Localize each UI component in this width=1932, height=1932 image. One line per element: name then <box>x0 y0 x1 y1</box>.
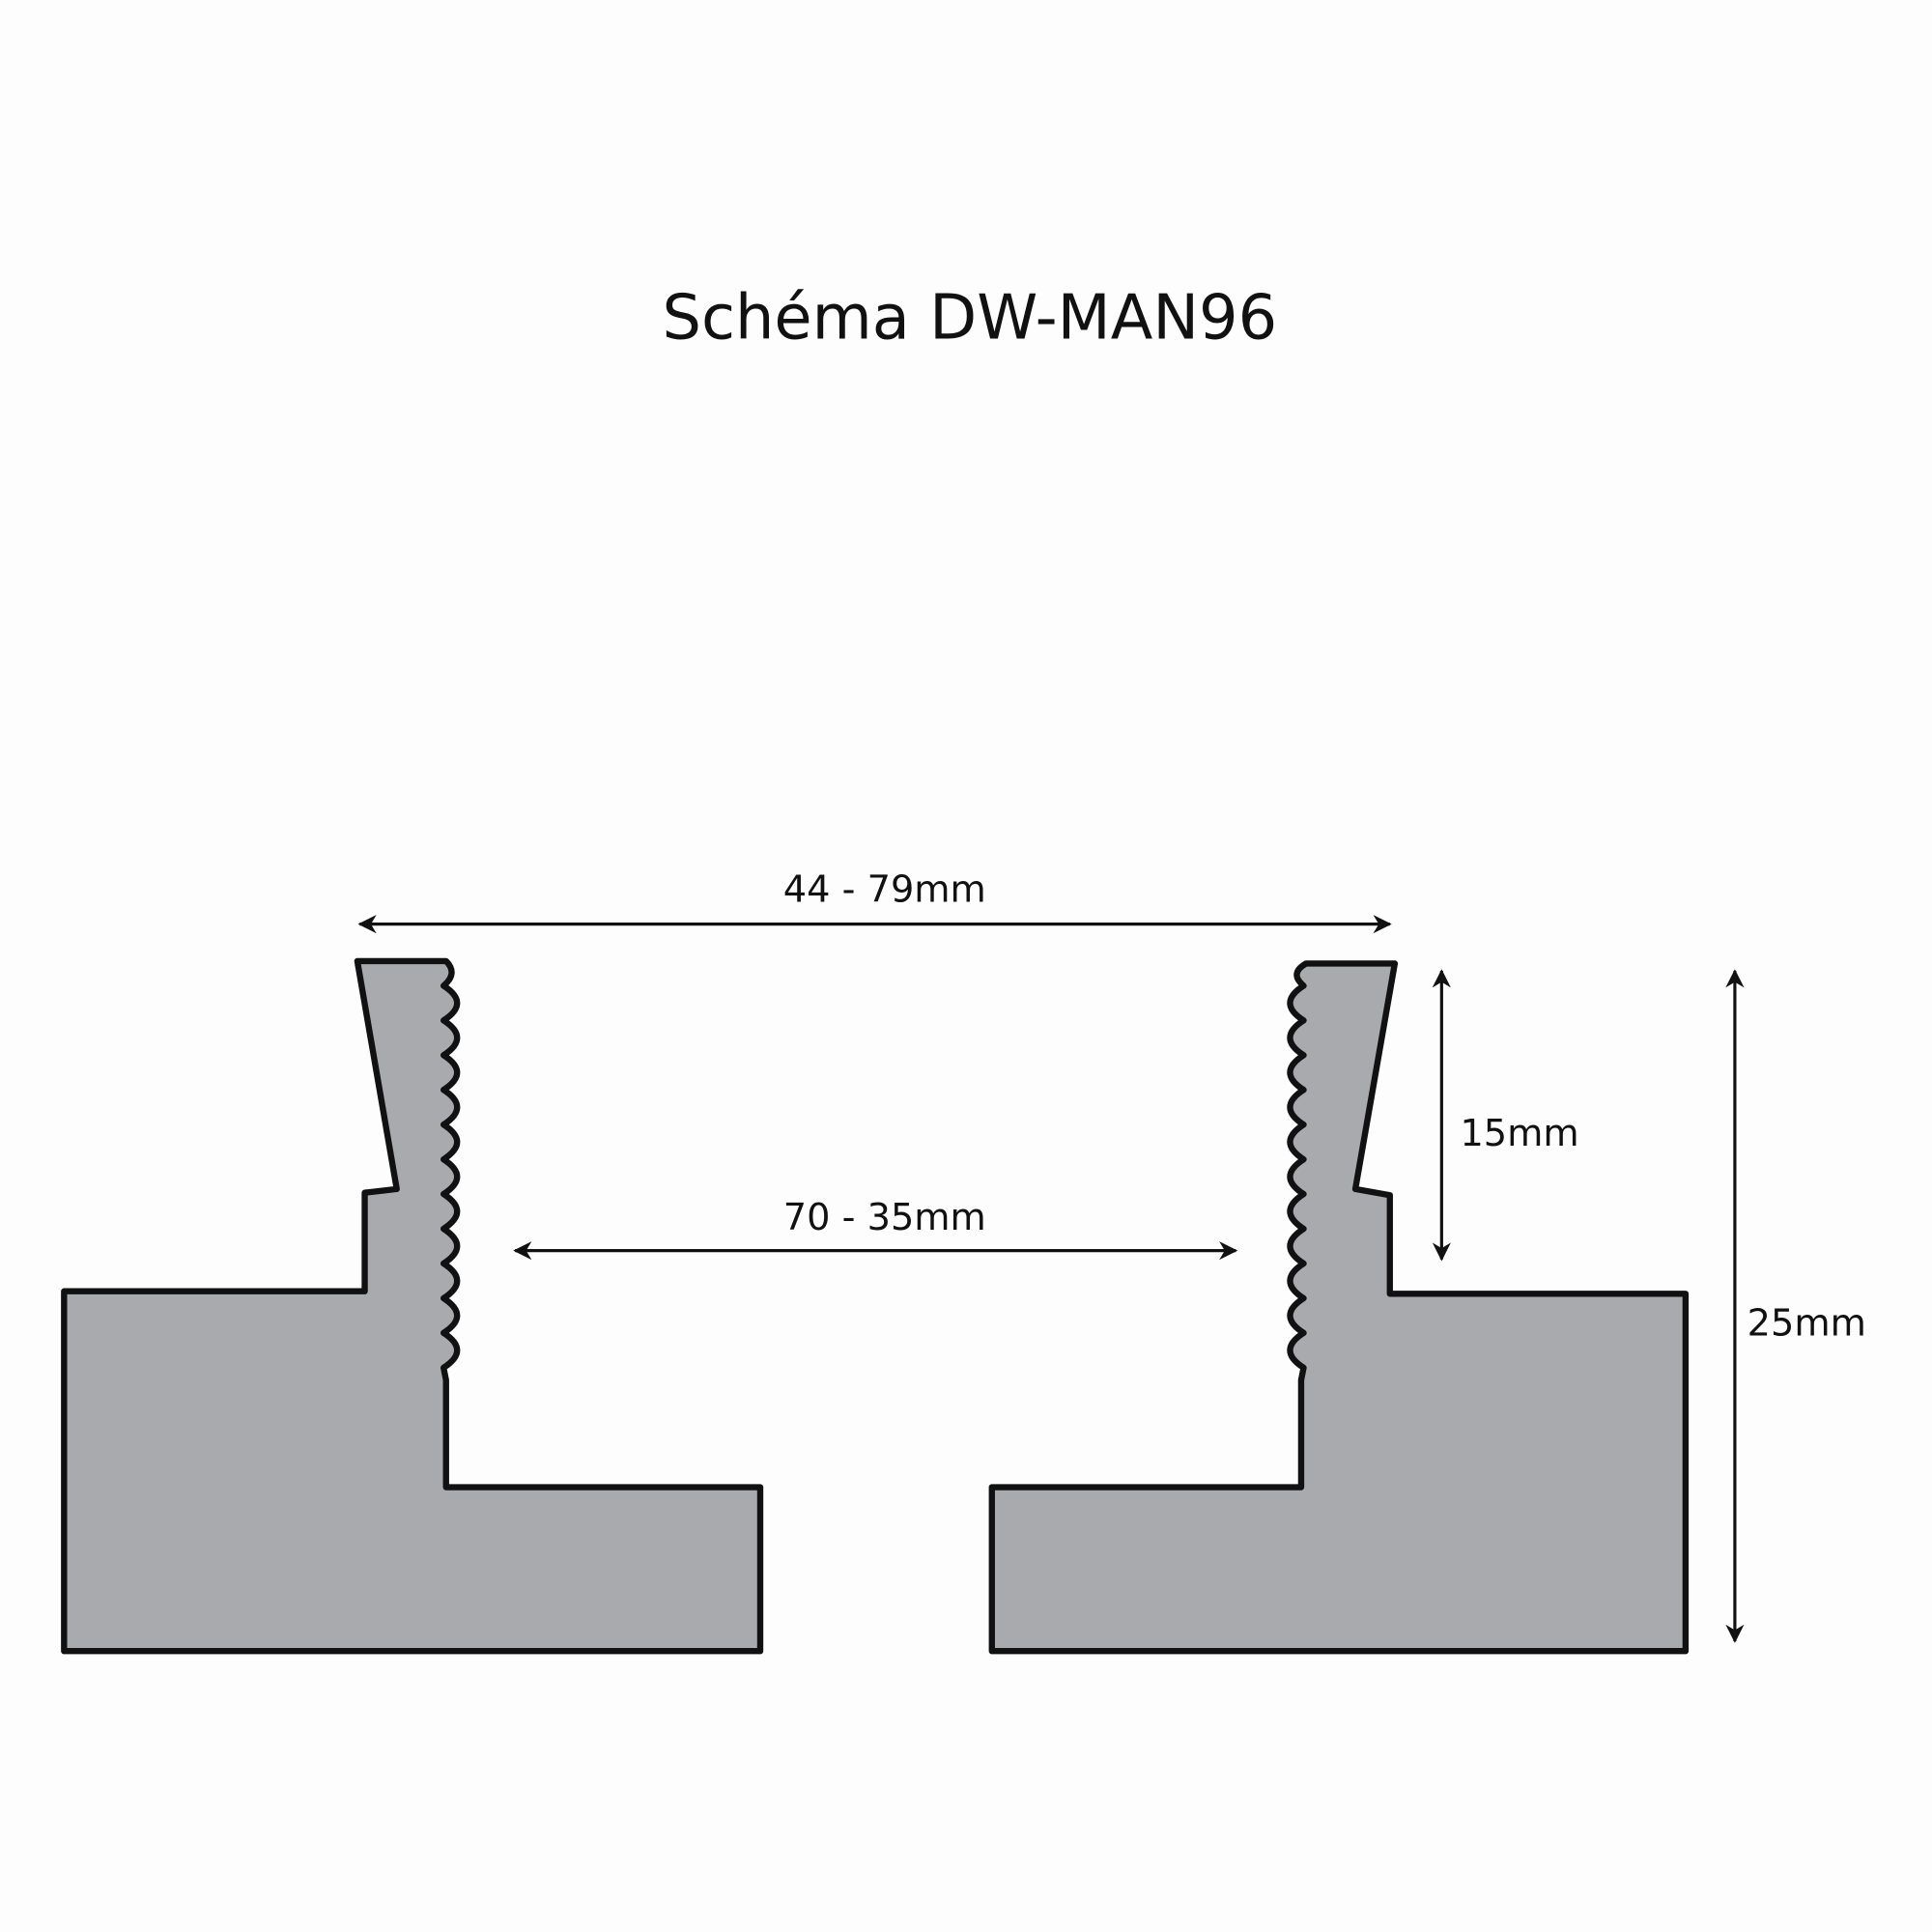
right-clamp-profile <box>988 960 1690 1655</box>
left-clamp-profile <box>61 957 764 1655</box>
outer-width-label: 44 - 79mm <box>783 868 986 912</box>
thread-height-label: 15mm <box>1460 1112 1578 1155</box>
inner-width-label: 70 - 35mm <box>783 1196 986 1239</box>
diagram-title: Schéma DW-MAN96 <box>662 283 1277 355</box>
total-height-label: 25mm <box>1747 1302 1866 1346</box>
